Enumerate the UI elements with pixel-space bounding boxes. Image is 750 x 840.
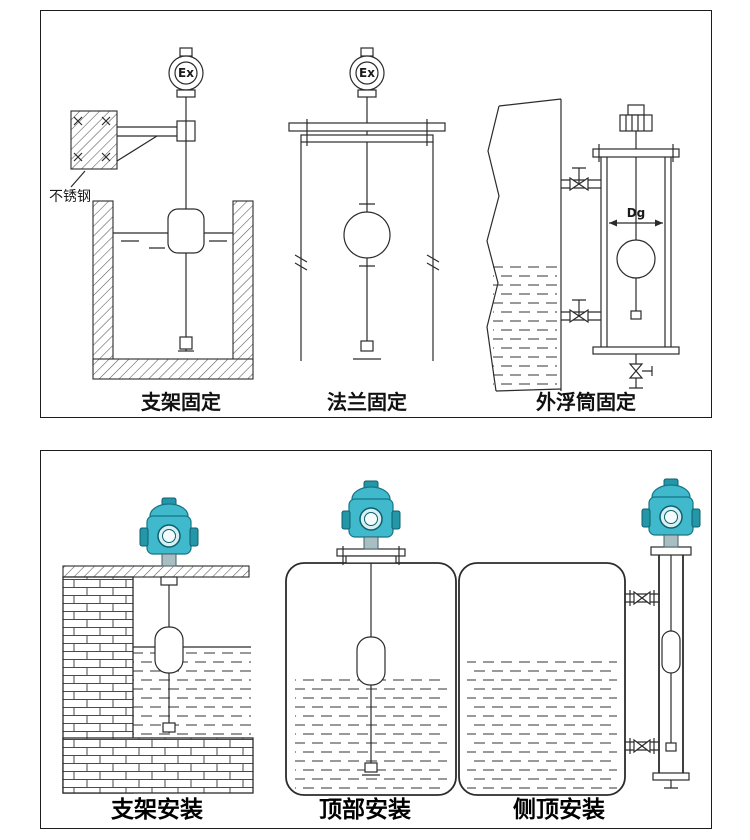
ex-label: Ex [359, 66, 375, 80]
mounting-flange [336, 548, 406, 557]
figure-caption: 法兰固定 [327, 390, 407, 414]
figure-caption: 支架固定 [141, 390, 221, 414]
valve-icon [633, 590, 651, 606]
chamber-top-flange [592, 148, 680, 158]
dg-label: Dg [627, 206, 646, 220]
vessel-break-edge [486, 105, 500, 392]
figure-bracket-mount: 支架安装 [62, 497, 254, 823]
water [133, 649, 251, 737]
figure-bracket-fixed: 不锈钢 Ex 支架固定 [49, 47, 254, 414]
transmitter-head-small [619, 114, 653, 132]
bracket-shelf [62, 565, 250, 578]
mounting-flange-lower [300, 134, 434, 143]
head-fins [625, 115, 645, 131]
head-flange [357, 89, 377, 98]
head-flange [176, 89, 196, 98]
ex-label: Ex [178, 66, 194, 80]
fixing-methods-drawing: 不锈钢 Ex 支架固定 Ex 法兰固定 [49, 47, 680, 414]
fixing-methods-panel: 不锈钢 Ex 支架固定 Ex 法兰固定 [40, 10, 712, 418]
water [467, 661, 617, 789]
pipe-flanges [629, 590, 655, 606]
ex-head-inner [355, 61, 379, 85]
rod-weight [665, 742, 677, 752]
flange-bolts [306, 119, 428, 146]
figure-side-top-mount: 侧顶安装 [458, 478, 701, 823]
tube-top-flange [650, 546, 692, 556]
tube-bottom-flange [652, 772, 690, 781]
float [167, 208, 205, 254]
chamber-bottom-flange [592, 346, 680, 355]
installation-methods-panel: 支架安装 顶部安装 侧顶安装 [40, 450, 712, 829]
valve-icon [633, 738, 651, 754]
valve-handle [572, 167, 586, 184]
brick-base [62, 737, 254, 794]
head-cap [627, 104, 645, 116]
transmitter [341, 480, 401, 550]
figure-caption: 顶部安装 [319, 796, 411, 823]
figure-external-chamber-fixed: Dg 外浮筒固定 [486, 98, 680, 414]
rod-weight [364, 762, 378, 773]
stainless-steel-label: 不锈钢 [49, 189, 91, 205]
valve-handle [572, 299, 586, 316]
figure-caption: 支架安装 [110, 796, 203, 823]
rod-weight [360, 340, 374, 352]
float [356, 636, 386, 686]
rod-clamp [160, 576, 178, 586]
head-cap [179, 47, 193, 57]
rod-weight [179, 336, 193, 350]
figure-flange-fixed: Ex 法兰固定 [288, 47, 446, 414]
flange-bolts [598, 144, 674, 162]
liquid-ticks [121, 240, 227, 249]
float [661, 630, 681, 674]
vessel-top [498, 98, 562, 107]
transmitter [641, 478, 701, 548]
chamber-walls [600, 157, 672, 347]
pipe-flanges [629, 738, 655, 754]
tank-bottom [92, 358, 254, 380]
figure-top-mount: 顶部安装 [285, 480, 457, 823]
figure-caption: 外浮筒固定 [536, 390, 636, 414]
tank-left-wall [92, 200, 114, 366]
mounting-flange-lower [345, 555, 397, 564]
float [154, 626, 184, 674]
head-cap [360, 47, 374, 57]
bracket-brace [116, 135, 158, 162]
tube-drain [664, 780, 678, 789]
drain-fitting [629, 366, 653, 389]
rod-weight [630, 310, 642, 320]
float-ball [616, 239, 656, 279]
vessel-liquid [493, 261, 557, 385]
float-ball [343, 211, 391, 259]
ex-head-inner [174, 61, 198, 85]
bolt-marks [73, 116, 111, 162]
drain-valve-icon [628, 363, 644, 379]
tank-right-wall [232, 200, 254, 366]
vessel-bottom [495, 388, 562, 392]
mounting-flange [288, 122, 446, 132]
flange-bolts [342, 546, 400, 565]
rod-weight [162, 722, 176, 733]
label-leader-line [70, 170, 86, 188]
figure-caption: 侧顶安装 [513, 796, 605, 823]
transmitter [139, 497, 199, 567]
installation-methods-drawing: 支架安装 顶部安装 侧顶安装 [62, 478, 701, 823]
break-marks [294, 254, 440, 271]
rod-collars [359, 203, 375, 267]
